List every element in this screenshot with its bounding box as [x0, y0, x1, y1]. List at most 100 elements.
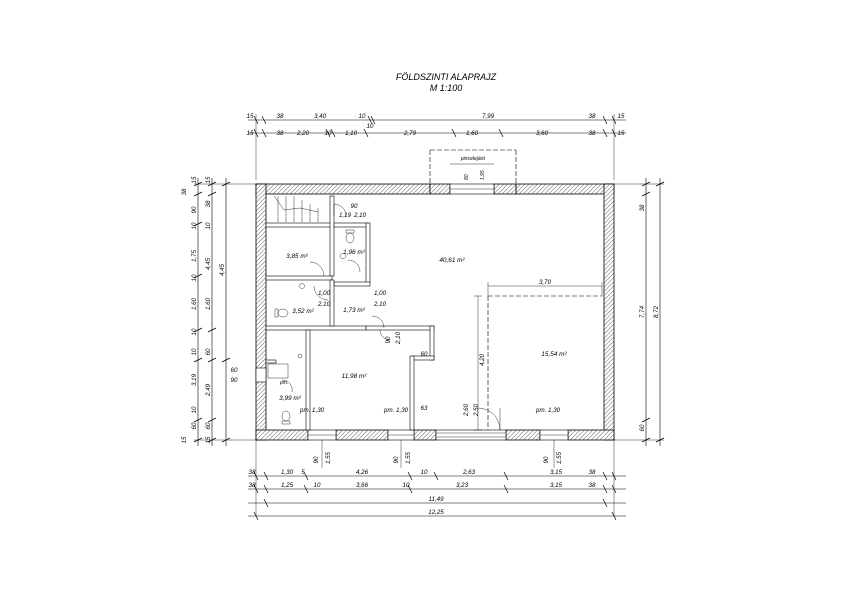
svg-text:2,10: 2,10 [353, 212, 367, 219]
svg-text:10: 10 [205, 222, 212, 229]
room-bottom-area: 11,98 m² [342, 373, 368, 380]
svg-text:15: 15 [618, 130, 625, 137]
svg-text:2,60: 2,60 [463, 403, 470, 417]
svg-text:7,74: 7,74 [639, 305, 646, 318]
svg-text:1,60: 1,60 [191, 297, 198, 310]
svg-text:1,60: 1,60 [466, 130, 479, 137]
svg-text:10: 10 [191, 274, 198, 281]
outer-walls [255, 183, 615, 441]
svg-text:1,95: 1,95 [480, 170, 486, 180]
svg-text:pm. 1,30: pm. 1,30 [383, 407, 409, 414]
fixtures [267, 229, 355, 425]
svg-text:3,66: 3,66 [356, 482, 369, 489]
svg-text:15: 15 [247, 113, 254, 120]
svg-text:38: 38 [249, 469, 256, 476]
shower-icon [267, 363, 289, 379]
svg-text:1,55: 1,55 [325, 451, 332, 464]
svg-text:90: 90 [393, 456, 400, 463]
svg-text:2,79: 2,79 [403, 130, 417, 137]
svg-text:38: 38 [589, 482, 596, 489]
svg-text:10: 10 [191, 406, 198, 413]
svg-text:pm. 1,30: pm. 1,30 [299, 407, 325, 414]
left-dimensions: 38 15 90 10 1,75 10 1,60 10 10 3,19 10 6… [181, 176, 256, 446]
room-bath-area: 3,99 m² [279, 395, 302, 402]
svg-text:63: 63 [421, 405, 428, 412]
svg-text:4,45: 4,45 [219, 263, 226, 276]
stairs [273, 195, 319, 222]
svg-text:3,15: 3,15 [550, 482, 563, 489]
svg-text:15: 15 [205, 436, 212, 443]
svg-text:60: 60 [231, 367, 238, 374]
room-labels: 40,61 m² 15,54 m² 3,85 m² 3,52 m² 1,96 m… [279, 249, 567, 402]
svg-text:3,70: 3,70 [539, 279, 552, 286]
toilet-icon [277, 308, 289, 318]
svg-text:60: 60 [421, 351, 428, 358]
svg-text:4,45: 4,45 [205, 257, 212, 270]
svg-text:10: 10 [359, 113, 366, 120]
svg-text:3,15: 3,15 [550, 469, 563, 476]
svg-text:10: 10 [191, 222, 198, 229]
svg-text:38: 38 [277, 113, 284, 120]
svg-text:60: 60 [191, 422, 198, 429]
svg-text:1,55: 1,55 [556, 451, 563, 464]
svg-text:1,75: 1,75 [191, 249, 198, 262]
svg-text:38: 38 [589, 469, 596, 476]
washbasin-icon [339, 253, 347, 259]
room-main-area: 40,61 m² [439, 257, 465, 264]
svg-text:7,99: 7,99 [482, 113, 495, 120]
svg-text:15: 15 [618, 113, 625, 120]
toilet-icon [345, 232, 355, 244]
svg-text:2,50: 2,50 [473, 403, 480, 417]
svg-text:60: 60 [639, 424, 646, 431]
plan-scale: M 1:100 [430, 83, 463, 93]
top-dimensions: 15 38 3,40 10 10 7,99 38 15 15 38 2,20 1… [247, 113, 626, 180]
svg-text:10: 10 [325, 130, 332, 137]
svg-text:10: 10 [191, 348, 198, 355]
svg-text:1,19: 1,19 [339, 212, 352, 219]
svg-text:2,20: 2,20 [296, 130, 310, 137]
svg-text:12,25: 12,25 [428, 509, 444, 516]
cellar-label: pincelejáró [460, 156, 485, 162]
kitchen-outline [474, 282, 603, 431]
svg-text:60: 60 [205, 348, 212, 355]
svg-text:15: 15 [247, 130, 254, 137]
svg-text:1,00: 1,00 [374, 290, 387, 297]
svg-text:15: 15 [205, 176, 212, 183]
svg-text:pm.: pm. [279, 380, 288, 386]
svg-text:1,60: 1,60 [205, 297, 212, 310]
bottom-dimensions: 38 1,30 5 4,26 10 2,63 3,15 38 38 1,25 1… [248, 440, 626, 521]
cellar-entrance: pincelejáró 80 1,95 [429, 149, 517, 186]
svg-text:90: 90 [231, 377, 238, 384]
interior-walls [265, 195, 435, 431]
svg-text:2,49: 2,49 [205, 383, 212, 397]
svg-text:38: 38 [589, 113, 596, 120]
svg-text:5: 5 [301, 469, 305, 476]
svg-text:1,25: 1,25 [281, 482, 294, 489]
svg-text:60: 60 [205, 422, 212, 429]
svg-text:38: 38 [639, 204, 646, 211]
room-mid-area: 3,52 m² [292, 308, 315, 315]
svg-text:1,55: 1,55 [405, 451, 412, 464]
doors [281, 203, 501, 431]
svg-text:4,20: 4,20 [479, 353, 486, 366]
interior-dimensions: 3,70 4,20 2,60 2,50 60 90 2,10 1,19 1,00… [279, 203, 561, 417]
svg-text:2,10: 2,10 [317, 301, 331, 308]
svg-text:3,60: 3,60 [536, 130, 549, 137]
svg-text:3,40: 3,40 [314, 113, 327, 120]
svg-text:15: 15 [191, 176, 198, 183]
svg-text:38: 38 [249, 482, 256, 489]
svg-text:8,72: 8,72 [653, 305, 660, 318]
room-left-area: 3,85 m² [286, 253, 309, 260]
svg-text:1,10: 1,10 [345, 130, 358, 137]
svg-text:2,10: 2,10 [373, 301, 387, 308]
svg-text:80: 80 [464, 174, 470, 180]
svg-text:10: 10 [314, 482, 321, 489]
right-dimensions: 38 7,74 60 8,72 [614, 178, 665, 446]
svg-text:3,19: 3,19 [191, 373, 198, 386]
svg-text:1,30: 1,30 [281, 469, 294, 476]
svg-text:10: 10 [367, 123, 374, 130]
svg-text:11,49: 11,49 [428, 496, 444, 503]
svg-text:4,26: 4,26 [356, 469, 369, 476]
toilet-icon [281, 410, 291, 422]
